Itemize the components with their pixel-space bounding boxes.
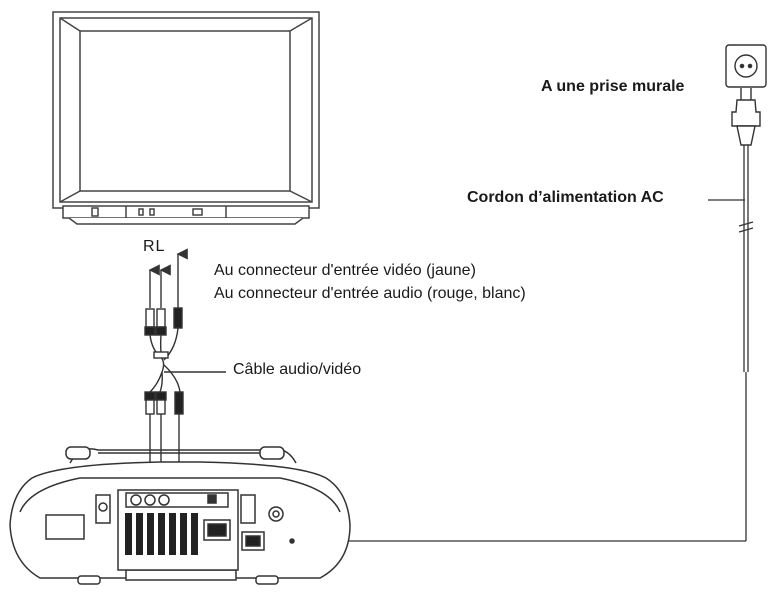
tv-base xyxy=(68,217,304,225)
tv-control-panel xyxy=(62,205,310,219)
power-plug xyxy=(731,88,761,146)
av-cable-label: Câble audio/vidéo xyxy=(233,361,362,378)
rl-channel-label: RL xyxy=(143,238,166,255)
boombox-player xyxy=(9,446,351,585)
tv-screen xyxy=(79,30,291,192)
wall-outlet xyxy=(725,44,767,88)
boombox-grille xyxy=(125,513,198,555)
audio-input-label: Au connecteur d'entrée audio (rouge, bla… xyxy=(214,285,526,302)
av-cable-drawing xyxy=(144,248,195,496)
power-cord xyxy=(295,145,754,542)
television xyxy=(52,11,320,225)
power-cord-label: Cordon d’alimentation AC xyxy=(467,189,664,206)
wall-outlet-label: A une prise murale xyxy=(541,78,685,95)
video-input-label: Au connecteur d'entrée vidéo (jaune) xyxy=(214,262,476,279)
